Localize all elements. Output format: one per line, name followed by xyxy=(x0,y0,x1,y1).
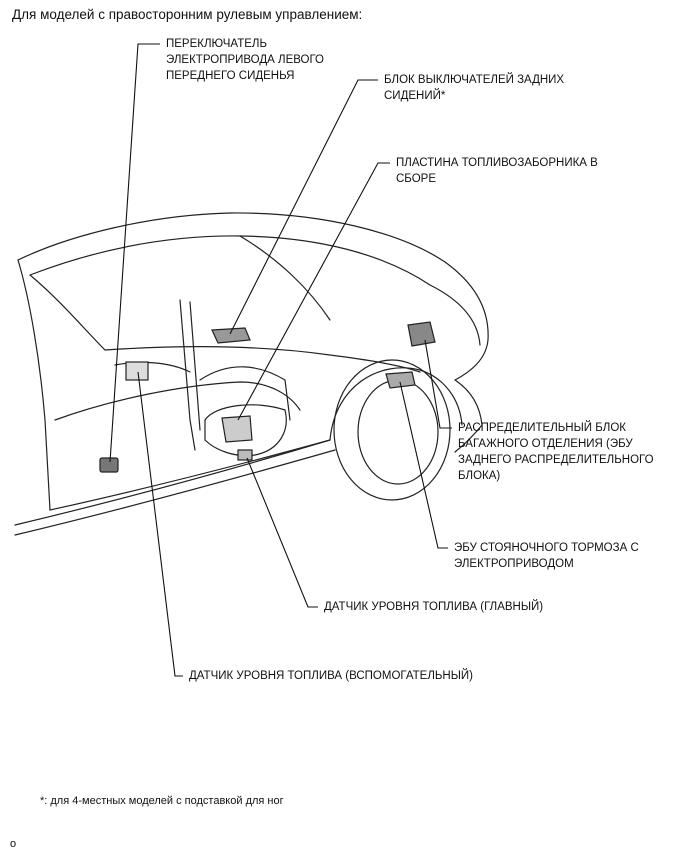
corner-mark: o xyxy=(10,838,17,850)
fuel-sender-sub-component xyxy=(125,361,149,381)
label-fuel-main: ДАТЧИК УРОВНЯ ТОПЛИВА (ГЛАВНЫЙ) xyxy=(324,601,544,613)
car-rocker-top xyxy=(14,439,331,526)
leader-luggage-block xyxy=(424,339,452,429)
seat-switch-component xyxy=(99,457,119,473)
car-b-pillar xyxy=(179,299,196,451)
leader-fuel-sub xyxy=(137,371,183,677)
label-fuel-sub: ДАТЧИК УРОВНЯ ТОПЛИВА (ВСПОМОГАТЕЛЬНЫЙ) xyxy=(189,670,473,682)
rear-wheel-inner xyxy=(357,379,439,485)
interior-tunnel xyxy=(114,361,191,373)
fuel-sender-main-component xyxy=(237,449,253,461)
label-seat-switch: ПЕРЕКЛЮЧАТЕЛЬ ЭЛЕКТРОПРИВОДА ЛЕВОГО ПЕРЕ… xyxy=(166,38,325,82)
leader-parking-brake xyxy=(399,381,448,549)
label-rear-seat-switch: БЛОК ВЫКЛЮЧАТЕЛЕЙ ЗАДНИХ СИДЕНИЙ* xyxy=(384,74,565,102)
leader-rear-seat-switch xyxy=(229,79,378,335)
car-belt-line xyxy=(104,346,421,373)
diagram-heading: Для моделей с правосторонним рулевым упр… xyxy=(12,7,363,22)
fuel-tank-outline xyxy=(204,404,287,457)
car-rear-window xyxy=(239,235,331,321)
car-side-sill xyxy=(49,439,331,511)
luggage-block-component xyxy=(407,321,436,347)
interior-floor xyxy=(54,381,301,421)
parking-brake-ecu-component xyxy=(385,371,416,389)
leader-fuel-main xyxy=(246,457,318,608)
leader-seat-switch xyxy=(109,43,160,463)
rear-wheel-outer xyxy=(333,359,451,501)
leader-fuel-plate xyxy=(237,162,390,421)
car-windshield xyxy=(17,259,51,511)
car-rocker-bottom xyxy=(14,449,336,536)
label-parking-brake: ЭБУ СТОЯНОЧНОГО ТОРМОЗА С ЭЛЕКТРОПРИВОДО… xyxy=(454,542,639,570)
car-roof-line xyxy=(17,212,489,381)
rear-bumper xyxy=(454,379,483,453)
car-a-pillar xyxy=(29,274,106,351)
label-luggage-block: РАСПРЕДЕЛИТЕЛЬНЫЙ БЛОК БАГАЖНОГО ОТДЕЛЕН… xyxy=(458,422,654,482)
label-fuel-plate: ПЛАСТИНА ТОПЛИВОЗАБОРНИКА В СБОРЕ xyxy=(396,157,598,185)
fuel-pump-plate-component xyxy=(221,415,253,443)
footnote: *: для 4-местных моделей с подставкой дл… xyxy=(40,795,284,807)
rear-seat-switch-component xyxy=(211,327,251,344)
car-roofline-inner xyxy=(29,235,431,286)
rear-wheel-arch xyxy=(329,367,463,441)
car-b-pillar-inner xyxy=(189,301,201,431)
car-trunk-line xyxy=(429,284,481,346)
rear-seat-back xyxy=(199,366,291,421)
